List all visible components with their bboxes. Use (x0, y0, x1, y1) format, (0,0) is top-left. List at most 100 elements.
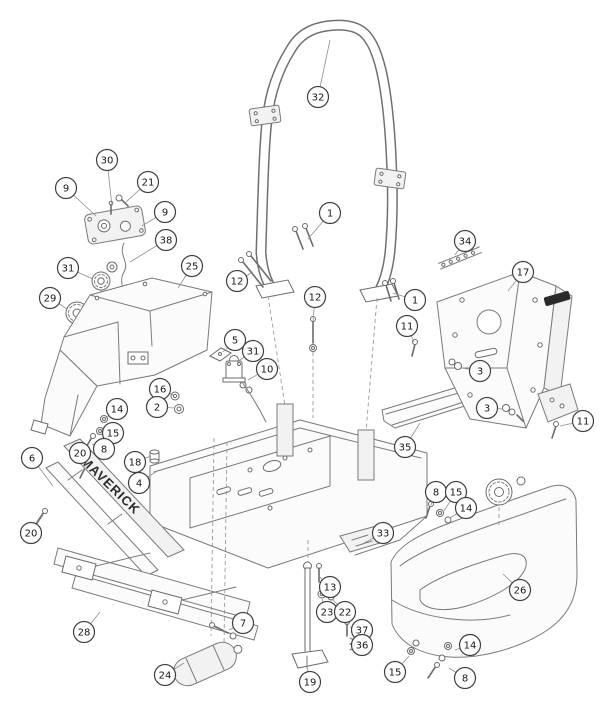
callout-32: 32 (306, 39, 331, 109)
callout-9: 9 (54, 176, 97, 217)
callout-3: 3 (475, 396, 504, 420)
brand-decal (543, 291, 571, 306)
svg-text:15: 15 (389, 668, 402, 679)
svg-text:1: 1 (327, 209, 333, 220)
callout-1: 1 (307, 201, 342, 240)
callout-16: 16 (148, 377, 174, 401)
svg-text:17: 17 (517, 268, 530, 279)
callout-15: 15 (383, 655, 410, 684)
callout-31: 31 (236, 339, 265, 363)
svg-text:24: 24 (159, 671, 172, 682)
svg-text:32: 32 (312, 93, 325, 104)
svg-text:6: 6 (29, 454, 35, 465)
callout-24: 24 (153, 662, 185, 687)
svg-text:36: 36 (356, 641, 369, 652)
svg-text:28: 28 (78, 628, 91, 639)
rops-hardware (238, 223, 400, 433)
rops-mount-post-left (276, 403, 294, 457)
tank-foot (30, 419, 49, 435)
callout-8: 8 (448, 666, 477, 690)
svg-text:3: 3 (477, 367, 483, 378)
rops-joint-plate-left (248, 104, 282, 127)
callout-7: 7 (228, 611, 255, 635)
svg-text:20: 20 (74, 449, 87, 460)
svg-text:8: 8 (433, 488, 439, 499)
frame-rail-lower (45, 461, 159, 577)
svg-text:18: 18 (129, 458, 142, 469)
svg-text:9: 9 (63, 184, 69, 195)
rops-foot-plate-left (255, 279, 295, 299)
callout-14: 14 (449, 496, 478, 520)
svg-text:20: 20 (25, 529, 38, 540)
callout-11: 11 (395, 314, 419, 343)
callout-38: 38 (129, 228, 178, 263)
right-panel-hardware (411, 339, 559, 439)
svg-text:22: 22 (339, 608, 352, 619)
key-icon (115, 194, 123, 202)
callout-33: 33 (363, 521, 395, 545)
callout-5: 5 (222, 328, 247, 353)
callout-3: 3 (461, 359, 492, 383)
callout-20: 20 (19, 514, 44, 545)
callout-30: 30 (95, 148, 119, 207)
callout-22: 22 (331, 598, 357, 624)
right-tank-vent (516, 476, 526, 486)
svg-text:21: 21 (142, 178, 155, 189)
callout-34: 34 (453, 229, 477, 256)
canister-body (173, 641, 237, 687)
frame-rail-left (63, 438, 185, 558)
svg-text:35: 35 (399, 443, 412, 454)
svg-text:9: 9 (162, 208, 168, 219)
left-tank-assembly (30, 277, 213, 437)
rod-foot (291, 649, 329, 669)
callout-35: 35 (393, 422, 421, 459)
svg-text:12: 12 (309, 293, 322, 304)
callout-28: 28 (72, 611, 101, 644)
svg-text:12: 12 (231, 277, 244, 288)
callout-12: 12 (225, 269, 254, 293)
right-panel-assembly (436, 246, 579, 429)
svg-text:31: 31 (247, 347, 260, 358)
callout-6: 6 (20, 446, 54, 487)
svg-text:5: 5 (232, 336, 238, 347)
callout-12: 12 (303, 285, 327, 322)
svg-text:31: 31 (62, 264, 75, 275)
callout-10: 10 (247, 357, 279, 381)
callout-26: 26 (502, 573, 532, 602)
svg-text:16: 16 (154, 385, 167, 396)
canister-drawing (173, 641, 243, 687)
callout-9: 9 (141, 200, 177, 227)
callout-15: 15 (101, 421, 125, 445)
svg-text:19: 19 (304, 678, 317, 689)
callout-23: 23 (315, 598, 339, 624)
svg-text:30: 30 (101, 156, 114, 167)
svg-text:14: 14 (111, 405, 124, 416)
svg-text:15: 15 (107, 429, 120, 440)
svg-text:2: 2 (154, 403, 160, 414)
callout-15: 15 (443, 480, 468, 512)
svg-text:38: 38 (160, 236, 173, 247)
callout-14: 14 (454, 633, 482, 657)
control-panel-plate (84, 205, 146, 245)
rops-mount-post-right (357, 429, 375, 481)
svg-text:29: 29 (44, 294, 57, 305)
callout-19: 19 (298, 665, 322, 694)
callout-1: 1 (392, 288, 427, 312)
control-panel-assembly (84, 194, 146, 299)
right-tank-assembly (390, 476, 578, 658)
callout-25: 25 (177, 254, 204, 289)
callout-36: 36 (350, 633, 374, 657)
tank-bracket (127, 351, 149, 365)
callout-20: 20 (68, 441, 92, 467)
callout-29: 29 (38, 286, 68, 310)
callout-13: 13 (318, 575, 342, 599)
svg-text:34: 34 (459, 237, 472, 248)
support-rod-drawing (291, 561, 329, 669)
panel-hole (476, 309, 502, 335)
svg-text:11: 11 (577, 417, 590, 428)
rops-bar-drawing (248, 19, 407, 303)
svg-text:26: 26 (514, 586, 527, 597)
callout-17: 17 (507, 260, 535, 292)
